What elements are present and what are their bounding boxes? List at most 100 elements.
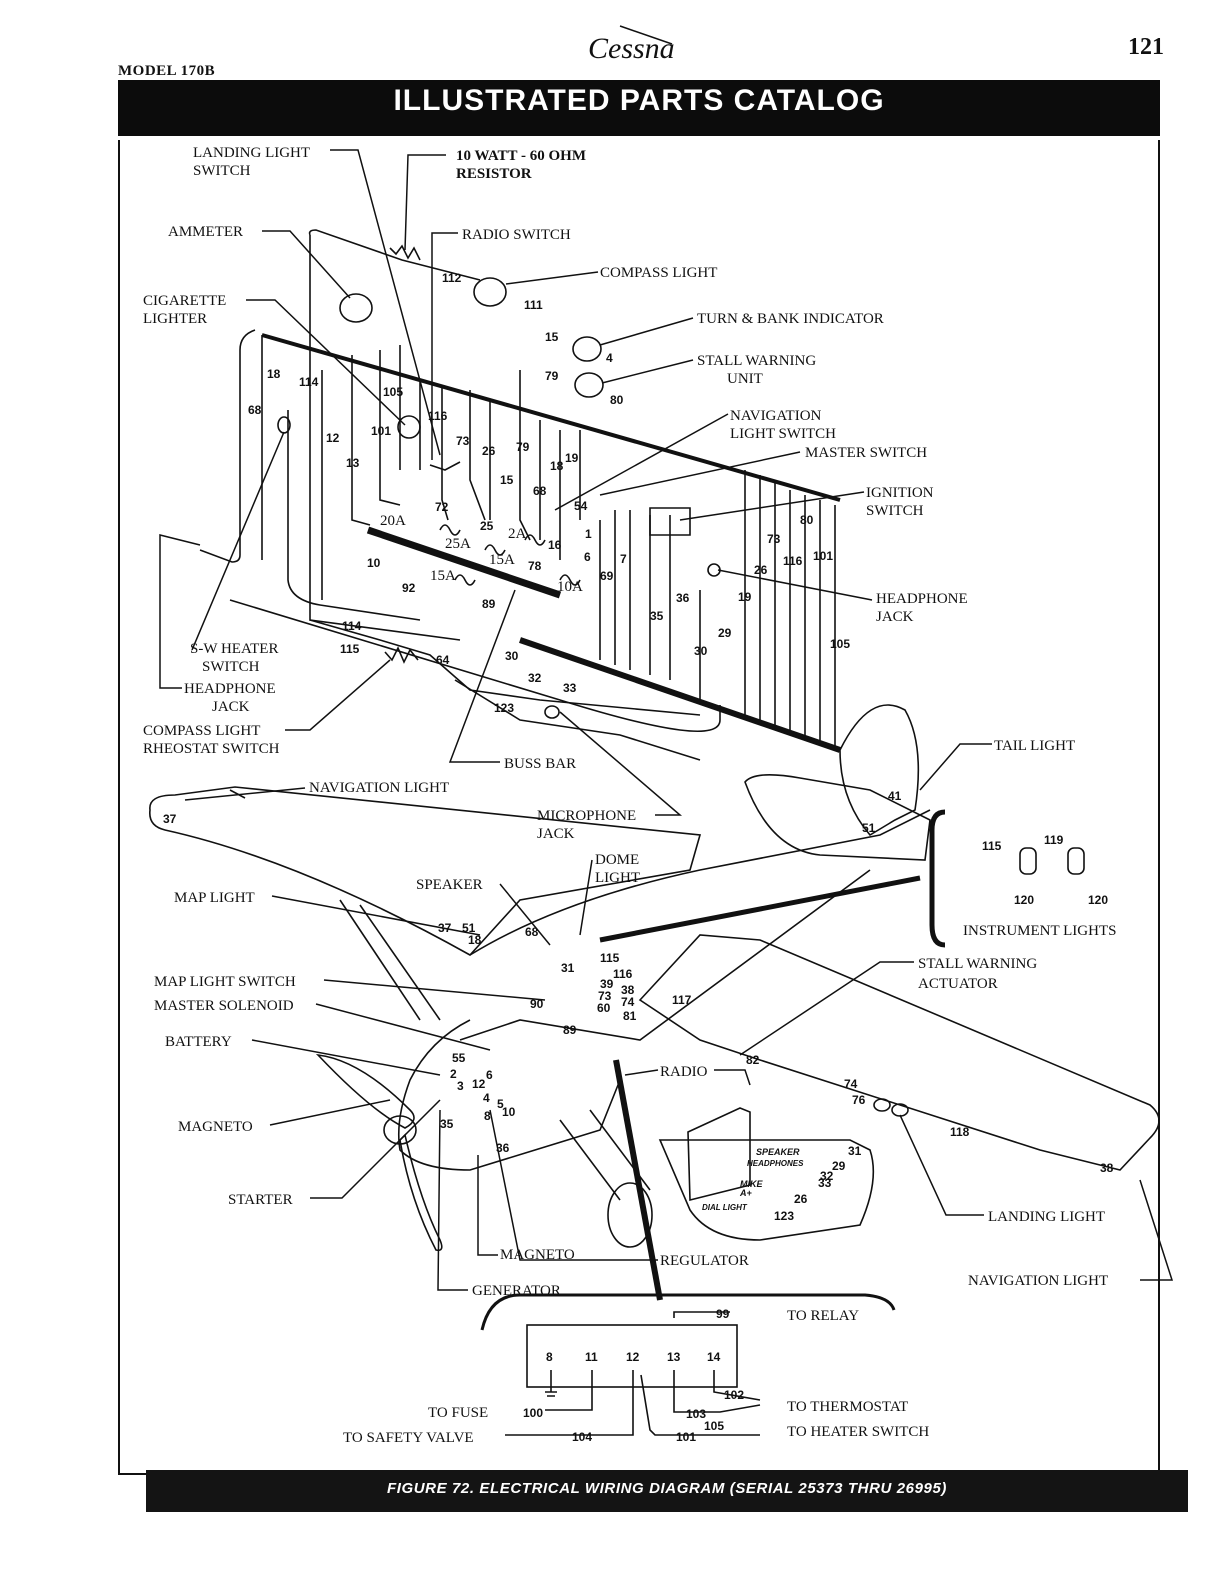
- wire-number-8: 8: [484, 1109, 491, 1123]
- wire-number-12: 12: [326, 431, 340, 445]
- wire-number-19: 19: [565, 451, 579, 465]
- wire-number-114: 114: [299, 375, 319, 389]
- wire-number-33: 33: [818, 1176, 832, 1190]
- wire-number-64: 64: [436, 653, 450, 667]
- wire-number-3: 3: [457, 1079, 464, 1093]
- fuse-2a: 2A: [508, 526, 527, 542]
- wire-number-16: 16: [548, 538, 562, 552]
- wire-number-105: 105: [383, 385, 403, 399]
- wire-number-81: 81: [623, 1009, 637, 1023]
- wire-number-38: 38: [1100, 1161, 1114, 1175]
- wire-number-68: 68: [533, 484, 547, 498]
- nav-light-switch-label: NAVIGATION: [730, 408, 822, 424]
- terminal-8: 8: [546, 1350, 553, 1364]
- landing-light-switch-label-2: SWITCH: [193, 163, 251, 179]
- wire-number-6: 6: [486, 1068, 493, 1082]
- wire-number-51: 51: [462, 921, 476, 935]
- wire-number-1: 1: [585, 527, 592, 541]
- landing-light-switch-label: LANDING LIGHT: [193, 145, 310, 161]
- microphone-jack-symbol: [544, 705, 560, 719]
- wire-number-116: 116: [783, 554, 803, 568]
- compass-rheostat-label: COMPASS LIGHT: [143, 723, 260, 739]
- wire-number-105: 105: [830, 637, 850, 651]
- dome-light-label: DOME: [595, 852, 639, 868]
- ammeter-label: AMMETER: [168, 224, 243, 240]
- speaker-label: SPEAKER: [416, 877, 483, 893]
- to-thermostat-label: TO THERMOSTAT: [787, 1399, 908, 1415]
- wire-number-26: 26: [482, 444, 496, 458]
- headphone-jack-left-label: HEADPHONE: [184, 681, 276, 697]
- wire-number-89: 89: [563, 1023, 577, 1037]
- wire-number-73: 73: [767, 532, 781, 546]
- model-designation: MODEL 170B: [118, 63, 216, 79]
- wire-number-13: 13: [346, 456, 360, 470]
- turn-bank-gauge: [572, 336, 602, 362]
- wire-number-101: 101: [813, 549, 833, 563]
- compass-rheostat-label-2: RHEOSTAT SWITCH: [143, 741, 280, 757]
- wire-number-4: 4: [606, 351, 613, 365]
- resistor-symbol: [389, 244, 421, 261]
- map-light-label: MAP LIGHT: [174, 890, 255, 906]
- turn-bank-label: TURN & BANK INDICATOR: [697, 311, 884, 327]
- buss-bar-label: BUSS BAR: [504, 756, 576, 772]
- wire-number-116: 116: [613, 967, 633, 981]
- wire-number-73: 73: [598, 989, 612, 1003]
- landing-light-label: LANDING LIGHT: [988, 1209, 1105, 1225]
- wire-number-25: 25: [480, 519, 494, 533]
- wire-number-29: 29: [832, 1159, 846, 1173]
- wire-number-89: 89: [482, 597, 496, 611]
- ammeter-gauge: [339, 293, 373, 323]
- ignition-switch-label: IGNITION: [866, 485, 934, 501]
- wire-number-36: 36: [676, 591, 690, 605]
- stall-warning-actuator-label-2: ACTUATOR: [918, 976, 998, 992]
- generator-label: GENERATOR: [472, 1283, 561, 1299]
- component-labels: LANDING LIGHT SWITCH 10 WATT - 60 OHM RE…: [143, 145, 1116, 1446]
- stall-warning-unit-label: STALL WARNING: [697, 353, 816, 369]
- radio-label: RADIO: [660, 1064, 708, 1080]
- wire-number-92: 92: [402, 581, 416, 595]
- wire-number-32: 32: [820, 1169, 834, 1183]
- wire-number-80: 80: [800, 513, 814, 527]
- dome-light-label-2: LIGHT: [595, 870, 640, 886]
- wire-number-72: 72: [435, 500, 449, 514]
- wire-number-115: 115: [982, 839, 1002, 853]
- title-banner: ILLUSTRATED PARTS CATALOG: [118, 80, 1160, 136]
- resistor-label-2: RESISTOR: [456, 166, 532, 182]
- fuse-25a: 25A: [445, 536, 471, 552]
- wire-number-112: 112: [442, 271, 462, 285]
- instrument-light-left: [1019, 847, 1037, 875]
- microphone-jack-label: MICROPHONE: [537, 808, 636, 824]
- leader-lines: [159, 149, 1174, 1291]
- ignition-switch-label-2: SWITCH: [866, 503, 924, 519]
- wire-number-18: 18: [267, 367, 281, 381]
- wire-number-60: 60: [597, 1001, 611, 1015]
- wire-number-90: 90: [530, 997, 544, 1011]
- to-heater-switch-label: TO HEATER SWITCH: [787, 1424, 929, 1440]
- terminal-12: 12: [626, 1350, 640, 1364]
- compass-light-label: COMPASS LIGHT: [600, 265, 717, 281]
- figure-caption: FIGURE 72. ELECTRICAL WIRING DIAGRAM (SE…: [386, 1480, 948, 1497]
- battery-label: BATTERY: [165, 1034, 232, 1050]
- page-number: 121: [1128, 34, 1164, 60]
- wire-number-30: 30: [505, 649, 519, 663]
- wire-number-114: 114: [342, 619, 362, 633]
- wire-number-7: 7: [620, 552, 627, 566]
- fuse-ratings: 20A 25A 15A 15A 2A 10A: [380, 513, 583, 595]
- page-title: ILLUSTRATED PARTS CATALOG: [393, 84, 885, 117]
- wire-number-10: 10: [367, 556, 381, 570]
- terminal-block: [526, 1324, 738, 1388]
- radio-terminal-dial-light: DIAL LIGHT: [702, 1203, 748, 1212]
- wire-number-12: 12: [472, 1077, 486, 1091]
- terminal-13: 13: [667, 1350, 681, 1364]
- magneto-left-label: MAGNETO: [178, 1119, 253, 1135]
- wire-number-6: 6: [584, 550, 591, 564]
- radio-terminal-headphones: HEADPHONES: [747, 1159, 804, 1168]
- wire-number-82: 82: [746, 1053, 760, 1067]
- radio-terminal-mike: MIKE: [740, 1179, 763, 1189]
- headphone-jack-left-label-2: JACK: [212, 699, 250, 715]
- wire-number-119: 119: [1044, 833, 1064, 847]
- wire-number-115: 115: [340, 642, 360, 656]
- wire-number-118: 118: [950, 1125, 970, 1139]
- wire-number-54: 54: [574, 499, 588, 513]
